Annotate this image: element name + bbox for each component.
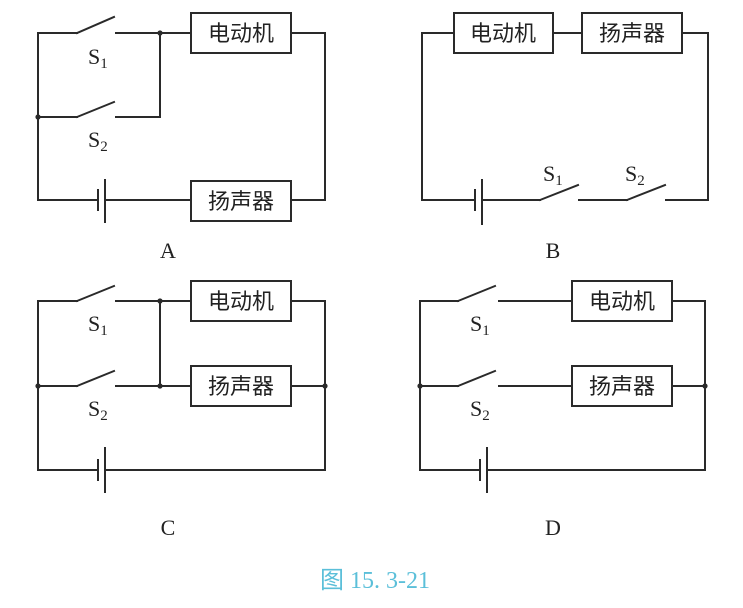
junction-dot (157, 30, 163, 36)
switch-s2-lever (456, 369, 497, 388)
switch-s1-label: S1 (88, 311, 108, 339)
wire (665, 32, 709, 201)
panel-d: 电动机 扬声器 S1 S2 D (417, 280, 708, 540)
motor-box (190, 12, 292, 54)
panel-b: 电动机 扬声器 S1 S2 B (421, 12, 709, 263)
figure-caption: 图 15. 3-21 (320, 568, 430, 594)
switch-s1-label: S1 (470, 311, 490, 339)
panel-label: B (546, 238, 561, 263)
speaker-box (581, 12, 683, 54)
motor-label: 电动机 (470, 22, 536, 47)
junction-dot (157, 298, 163, 304)
switch-s1-lever (456, 284, 497, 303)
panel-c: 电动机 扬声器 S1 S2 C (35, 280, 328, 540)
switch-s2-label: S2 (470, 396, 490, 424)
junction-dot (322, 383, 328, 389)
switch-s2-lever (75, 369, 116, 388)
speaker-label: 扬声器 (208, 190, 274, 215)
speaker-label: 扬声器 (599, 22, 665, 47)
switch-s1-lever (75, 284, 116, 303)
wire (421, 32, 476, 201)
junction-dot (702, 383, 708, 389)
switch-s1-lever (75, 15, 116, 35)
speaker-box (190, 180, 292, 222)
panel-label: D (545, 515, 561, 540)
switch-s1-label: S1 (543, 161, 563, 189)
wire (115, 32, 161, 118)
switch-s2-label: S2 (625, 161, 645, 189)
panel-label: C (161, 515, 176, 540)
switch-s1-label: S1 (88, 44, 108, 72)
junction-dot (417, 383, 423, 389)
junction-dot (35, 383, 41, 389)
switch-s2-lever (625, 183, 667, 202)
speaker-label: 扬声器 (589, 375, 655, 400)
switch-s2-label: S2 (88, 396, 108, 424)
switch-s2-lever (75, 100, 116, 119)
panel-label: A (160, 238, 176, 263)
switch-s1-lever (538, 183, 580, 202)
motor-box (571, 280, 673, 322)
motor-label: 电动机 (589, 290, 655, 315)
junction-dot (35, 114, 41, 120)
motor-label: 电动机 (208, 22, 274, 47)
panel-a: 电动机 扬声器 S1 S2 A (35, 12, 326, 263)
switch-s2-label: S2 (88, 127, 108, 155)
junction-dot (157, 383, 163, 389)
speaker-label: 扬声器 (208, 375, 274, 400)
wire (290, 32, 326, 201)
speaker-box (571, 365, 673, 407)
motor-label: 电动机 (208, 290, 274, 315)
